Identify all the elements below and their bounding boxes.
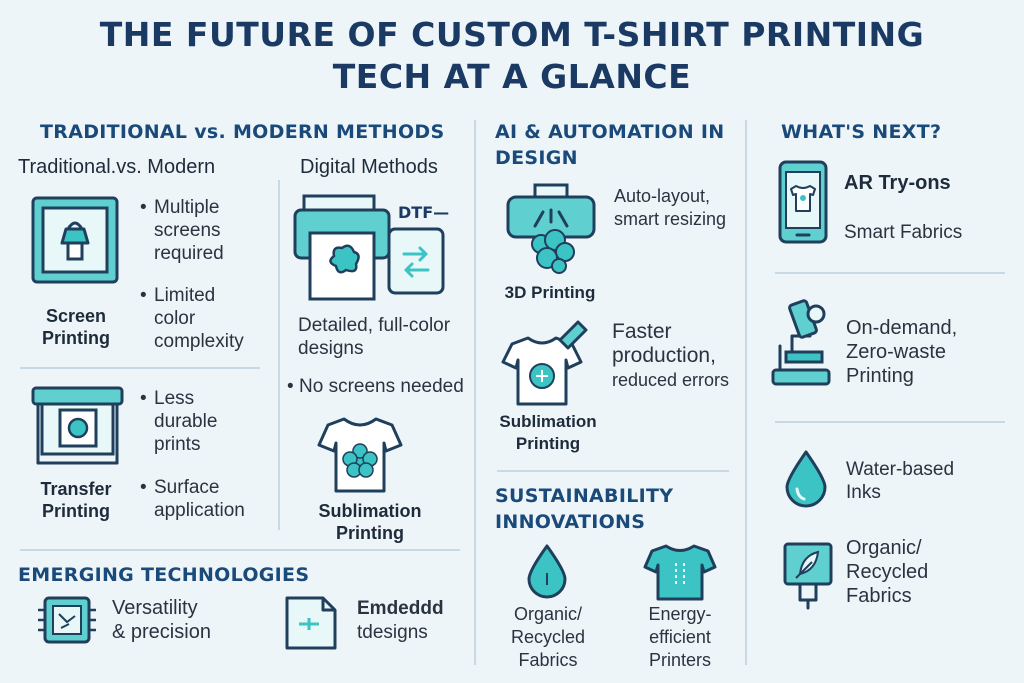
divider-traditional-digital xyxy=(278,180,280,530)
emerging-item2-text: Emdeddd tdesigns xyxy=(357,598,444,643)
ondemand-text: On-demand, Zero-waste Printing xyxy=(846,317,958,387)
ai-item2-text-1: Faster xyxy=(612,320,672,343)
page-subtitle: TECH AT A GLANCE xyxy=(332,57,692,96)
bullet-multiple-screens: • Multiple screens required xyxy=(140,197,224,264)
bullet-surface-application: • Surface application xyxy=(140,477,245,521)
energy-shirt-icon xyxy=(643,544,717,601)
divider-emerging xyxy=(20,549,460,551)
transfer-printer-icon xyxy=(31,386,124,465)
transfer-printing-label-2: Printing xyxy=(42,501,110,521)
divider-middle-right xyxy=(745,120,747,665)
traditional-subheading: Traditional.vs. Modern xyxy=(18,156,216,178)
ar-tryons-label: AR Try-ons xyxy=(844,172,951,194)
digital-desc-1: Detailed, full-color xyxy=(298,315,451,336)
ai-item1-text-2: smart resizing xyxy=(614,209,727,229)
smart-fabrics-label: Smart Fabrics xyxy=(844,222,963,243)
traditional-heading: TRADITIONAL vs. MODERN METHODS xyxy=(40,121,445,143)
sublimation-shirt-icon xyxy=(317,417,403,493)
sustain-item1: Organic/ Recycled Fabrics xyxy=(510,604,586,670)
microscope-icon xyxy=(771,299,831,386)
bullet-less-durable: • Less durable prints xyxy=(140,388,218,455)
emerging-item1-text: Versatility & precision xyxy=(112,597,211,643)
screen-printing-label-2: Printing xyxy=(42,328,110,348)
emerging-heading: EMERGING TECHNOLOGIES xyxy=(18,564,310,586)
digital-desc-2: designs xyxy=(298,338,364,359)
sustain-item2: Energy- efficient Printers xyxy=(648,604,712,670)
bullet-no-screens: • No screens needed xyxy=(287,376,464,397)
sublimation-label-1: Sublimation xyxy=(318,501,422,521)
dtf-label: DTF— xyxy=(398,203,450,222)
sustainability-heading-2: INNOVATIONS xyxy=(495,511,646,533)
divider-sustainability xyxy=(497,470,729,472)
transfer-printing-label-1: Transfer xyxy=(40,479,112,499)
ai-sublimation-label-2: Printing xyxy=(515,434,581,453)
ar-phone-icon xyxy=(778,160,828,244)
3d-printing-label: 3D Printing xyxy=(504,283,596,302)
sustainability-heading-1: SUSTAINABILITY xyxy=(495,485,674,507)
divider-left-middle xyxy=(474,120,476,665)
next-heading: WHAT'S NEXT? xyxy=(781,121,942,143)
page-title: THE FUTURE OF CUSTOM T-SHIRT PRINTING xyxy=(99,15,925,54)
bullet-limited-color: • Limited color complexity xyxy=(140,285,244,352)
organic-recycled-text: Organic/ Recycled Fabrics xyxy=(846,537,929,607)
chip-icon xyxy=(38,596,96,644)
ai-item1-text-1: Auto-layout, xyxy=(614,186,711,206)
3d-printer-icon xyxy=(506,183,596,274)
ink-drop-icon xyxy=(785,450,827,508)
embedded-design-icon xyxy=(285,596,337,650)
screen-printing-icon xyxy=(31,196,119,284)
ai-item2-text-2: production, xyxy=(612,344,716,367)
digital-subheading: Digital Methods xyxy=(300,156,438,178)
ai-heading-1: AI & AUTOMATION IN xyxy=(495,121,725,143)
ai-item2-text-3: reduced errors xyxy=(612,370,730,390)
water-drop-icon xyxy=(527,544,567,599)
ai-heading-2: DESIGN xyxy=(495,147,578,169)
recycled-fabric-icon xyxy=(783,542,833,610)
screen-printing-label-1: Screen xyxy=(45,306,107,326)
divider-screen-transfer xyxy=(20,367,260,369)
divider-next-1 xyxy=(775,272,1005,274)
transfer-arrows-icon xyxy=(387,227,445,295)
dtf-printer-icon xyxy=(293,194,391,301)
water-based-text: Water-based Inks xyxy=(846,459,955,503)
ai-sublimation-label-1: Sublimation xyxy=(499,412,597,431)
sublimation-nozzle-icon xyxy=(501,320,588,406)
divider-next-2 xyxy=(775,421,1005,423)
sublimation-label-2: Printing xyxy=(336,523,404,543)
